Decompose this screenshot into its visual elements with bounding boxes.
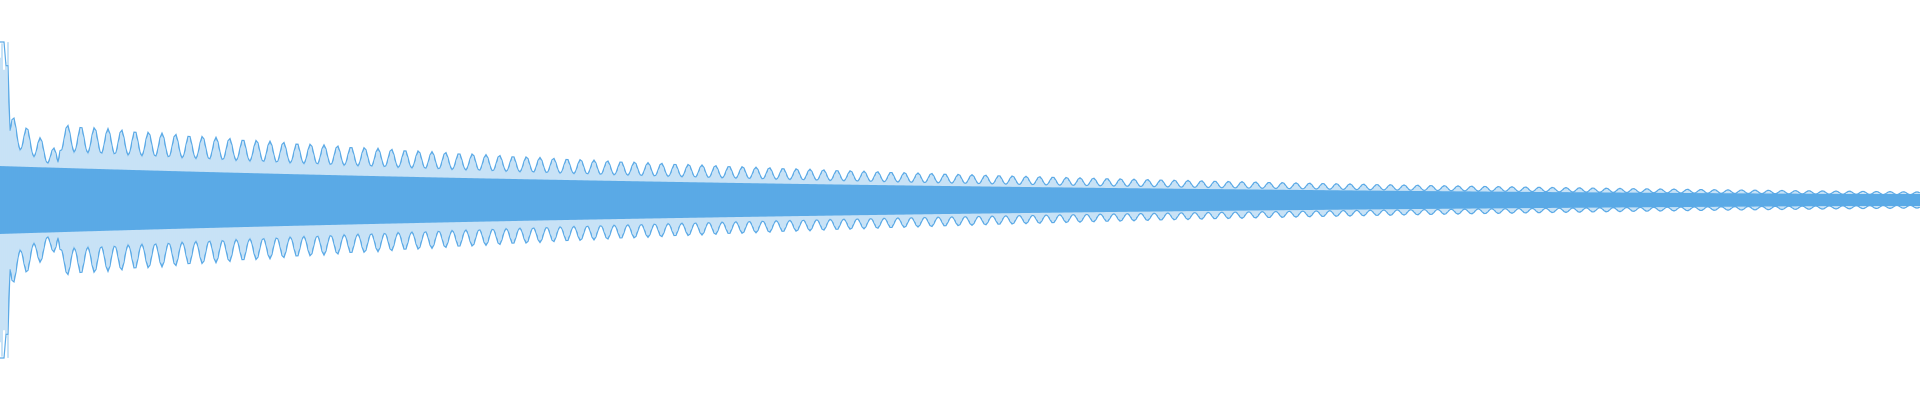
waveform-lower-envelope (0, 204, 1920, 359)
waveform-lines (0, 41, 1920, 359)
waveform-upper-envelope (0, 41, 1920, 196)
